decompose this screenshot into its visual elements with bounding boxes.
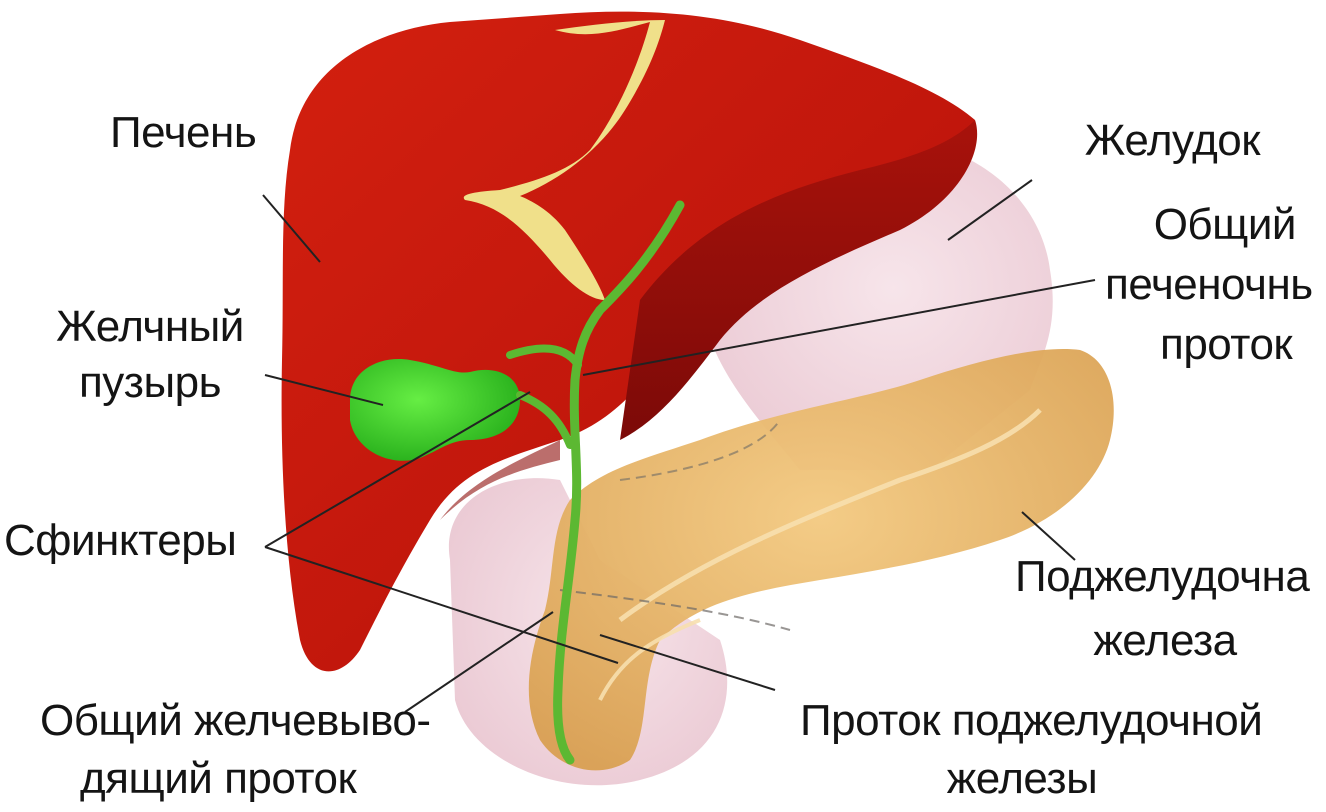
label-pancreas-line2: железа xyxy=(1015,614,1315,668)
label-liver: Печень xyxy=(110,106,256,160)
label-sphincters: Сфинктеры xyxy=(4,514,236,568)
label-bile-duct-line2: дящий проток xyxy=(80,752,356,806)
label-hepatic-duct-line3: проток xyxy=(1160,318,1292,372)
label-gallbladder-line2: пузырь xyxy=(40,356,260,410)
label-bile-duct-line1: Общий желчевыво- xyxy=(40,694,431,748)
label-stomach: Желудок xyxy=(990,114,1260,168)
label-hepatic-duct-line1: Общий xyxy=(1050,198,1296,252)
label-hepatic-duct-line2: печеночнь xyxy=(1105,258,1326,312)
label-pancreatic-duct-line2: железы xyxy=(800,752,1244,806)
label-pancreas-line1: Поджелудочна xyxy=(1015,550,1309,604)
label-pancreatic-duct-line1: Проток поджелудочной xyxy=(800,694,1262,748)
label-gallbladder-line1: Желчный xyxy=(40,300,260,354)
